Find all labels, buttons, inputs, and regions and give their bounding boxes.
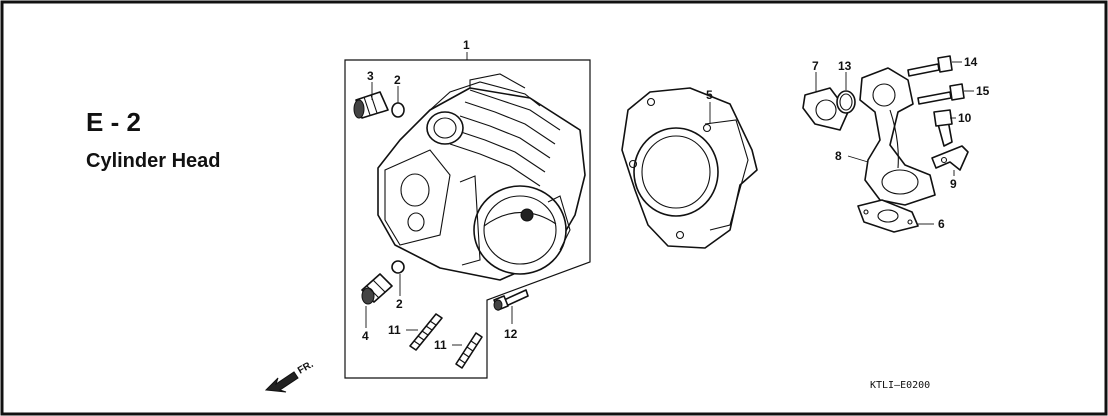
valve-guide-lower-illustration: [361, 273, 393, 305]
callout-11-a: 11: [388, 323, 401, 337]
bracket-illustration: [931, 145, 969, 171]
intake-manifold-illustration: [859, 67, 936, 206]
callout-11-b: 11: [434, 338, 447, 352]
callout-15: 15: [976, 84, 990, 98]
assembly-frame: [344, 59, 591, 379]
callout-2-lower: 2: [396, 297, 403, 311]
callout-14: 14: [964, 55, 978, 69]
bolt-14-illustration: [907, 55, 953, 77]
callout-4: 4: [362, 329, 369, 343]
callout-10: 10: [958, 111, 972, 125]
stud-bolt-a-illustration: [409, 313, 443, 351]
callout-2-upper: 2: [394, 73, 401, 87]
callout-5: 5: [706, 88, 713, 102]
bolt-15-illustration: [917, 83, 965, 105]
callout-12: 12: [504, 327, 518, 341]
callout-7: 7: [812, 59, 819, 73]
section-code: E - 2: [86, 107, 141, 137]
front-direction-label: FR.: [296, 359, 316, 377]
cylinder-head-gasket-illustration: [621, 87, 758, 249]
reference-code: KTLI–E0200: [870, 380, 930, 391]
callout-1: 1: [463, 38, 470, 52]
callout-9: 9: [950, 177, 957, 191]
leader-lines: [365, 52, 974, 346]
flange-bolt-illustration: [493, 289, 529, 311]
callout-13: 13: [838, 59, 852, 73]
valve-guide-upper-illustration: [353, 91, 389, 119]
callout-8: 8: [835, 149, 842, 163]
o-ring-upper-illustration: [391, 102, 405, 118]
callout-3: 3: [367, 69, 374, 83]
front-direction-arrow: [264, 371, 299, 393]
intake-gasket-illustration: [857, 199, 919, 233]
section-title: Cylinder Head: [86, 150, 220, 172]
callout-6: 6: [938, 217, 945, 231]
stud-bolt-b-illustration: [455, 332, 483, 369]
bolt-10-illustration: [933, 109, 953, 147]
o-ring-lower-illustration: [391, 260, 405, 274]
cylinder-head-illustration: [377, 73, 586, 281]
o-ring-13-inner: [839, 93, 853, 111]
